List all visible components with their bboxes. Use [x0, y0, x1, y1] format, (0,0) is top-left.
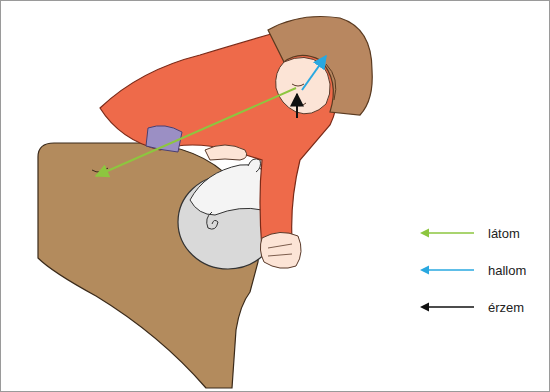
legend-label: látom [488, 226, 520, 241]
legend-arrow [418, 223, 478, 243]
rescuer-face [276, 57, 331, 113]
rescuer-hand-forehead [260, 232, 301, 268]
legend-entry: hallom [418, 260, 526, 280]
see-arrow [96, 88, 296, 176]
rescuer-eye [292, 84, 304, 86]
rescuer-mouth [294, 103, 306, 106]
legend-arrow-shaft [428, 269, 474, 271]
legend-label: hallom [488, 263, 526, 278]
legend-arrow-shaft [428, 232, 474, 234]
rescuer-hand-chin [205, 145, 247, 160]
victim-nose [248, 159, 261, 172]
hair-strand [326, 64, 336, 100]
feel-arrow [296, 94, 298, 118]
legend-arrow-shaft [428, 306, 474, 308]
legend-label: érzem [488, 300, 524, 315]
legend-arrow-head [420, 229, 429, 238]
legend-arrow-head [420, 303, 429, 312]
legend-entry: látom [418, 223, 520, 243]
legend-arrow [418, 260, 478, 280]
victim-ear [207, 212, 218, 229]
rescuer-body [100, 30, 338, 250]
rescuer-sleeve [146, 126, 182, 152]
rescuer-hair [268, 17, 372, 116]
legend-arrow [418, 297, 478, 317]
legend-arrow-head [420, 266, 429, 275]
legend-entry: érzem [418, 297, 524, 317]
finger-lines [268, 244, 292, 256]
hear-arrow [302, 56, 326, 90]
